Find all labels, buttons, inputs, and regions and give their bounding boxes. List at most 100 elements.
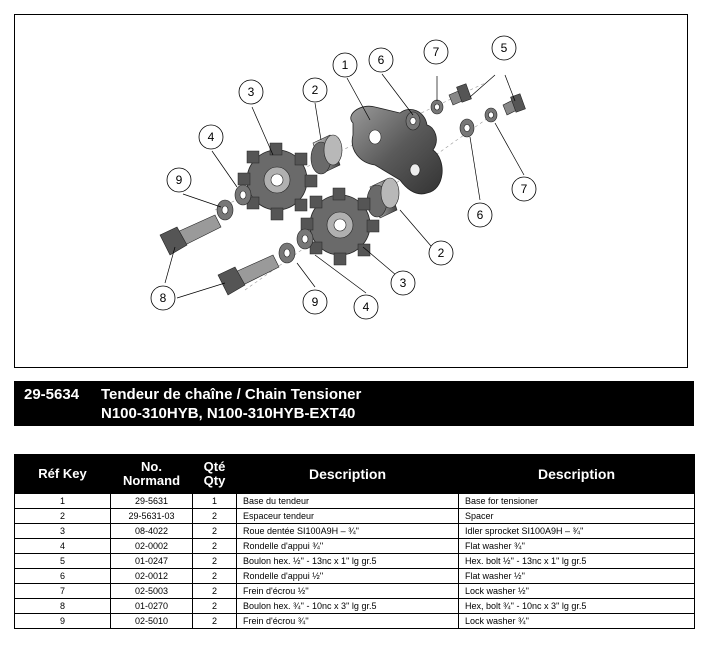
cell-description-fr: Frein d'écrou ½'' xyxy=(236,583,459,599)
table-row: 4 02-0002 2 Rondelle d'appui ¾'' Flat wa… xyxy=(14,538,695,554)
cell-part-number: 02-5010 xyxy=(110,613,193,629)
callout-label: 7 xyxy=(521,182,528,196)
header-ref-key: Réf Key xyxy=(14,454,111,494)
callout-label: 8 xyxy=(160,291,167,305)
callout-circle xyxy=(467,202,493,228)
title-line-2: N100-310HYB, N100-310HYB-EXT40 xyxy=(101,405,356,422)
cell-ref: 3 xyxy=(14,523,111,539)
callout-label: 3 xyxy=(400,276,407,290)
cell-description-en: Flat washer ¾'' xyxy=(458,538,695,554)
cell-part-number: 02-0012 xyxy=(110,568,193,584)
tensioner-base-part xyxy=(350,105,443,195)
header-no-line2: Normand xyxy=(122,473,181,488)
cell-qty: 2 xyxy=(192,508,237,524)
table-row: 9 02-5010 2 Frein d'écrou ¾'' Lock washe… xyxy=(14,613,695,629)
washers xyxy=(216,99,498,264)
callout-circle xyxy=(166,167,192,193)
callout-circle xyxy=(198,124,224,150)
sprocket-part-lower xyxy=(300,187,380,266)
cell-qty: 1 xyxy=(192,493,237,509)
table-row: 5 01-0247 2 Boulon hex. ½'' - 13nc x 1''… xyxy=(14,553,695,569)
cell-ref: 7 xyxy=(14,583,111,599)
header-qty-line1: Qté xyxy=(203,459,226,474)
cell-part-number: 08-4022 xyxy=(110,523,193,539)
cell-description-fr: Espaceur tendeur xyxy=(236,508,459,524)
callout-circle xyxy=(428,240,454,266)
cell-part-number: 29-5631-03 xyxy=(110,508,193,524)
cell-qty: 2 xyxy=(192,553,237,569)
table-row: 7 02-5003 2 Frein d'écrou ½'' Lock washe… xyxy=(14,583,695,599)
callout-label: 4 xyxy=(363,300,370,314)
cell-description-en: Hex, bolt ¾'' - 10nc x 3'' lg gr.5 xyxy=(458,598,695,614)
cell-qty: 2 xyxy=(192,583,237,599)
callout-circle xyxy=(302,77,328,103)
cell-qty: 2 xyxy=(192,538,237,554)
cell-part-number: 01-0247 xyxy=(110,553,193,569)
callout-label: 5 xyxy=(501,41,508,55)
cell-description-en: Lock washer ½'' xyxy=(458,583,695,599)
callout-circle xyxy=(332,52,358,78)
cell-ref: 9 xyxy=(14,613,111,629)
cell-description-fr: Boulon hex. ¾'' - 10nc x 3'' lg gr.5 xyxy=(236,598,459,614)
cell-part-number: 02-0002 xyxy=(110,538,193,554)
sprocket-part-upper xyxy=(237,142,318,221)
callout-circle xyxy=(150,285,176,311)
callout-circle xyxy=(390,270,416,296)
table-row: 8 01-0270 2 Boulon hex. ¾'' - 10nc x 3''… xyxy=(14,598,695,614)
long-bolts xyxy=(159,214,280,296)
leader-lines xyxy=(164,73,525,299)
cell-description-en: Lock washer ¾'' xyxy=(458,613,695,629)
cell-description-en: Hex. bolt ½'' - 13nc x 1'' lg gr.5 xyxy=(458,553,695,569)
callout-label: 6 xyxy=(378,53,385,67)
callout-circle xyxy=(511,176,537,202)
cell-description-fr: Roue dentée SI100A9H – ¾'' xyxy=(236,523,459,539)
callout-circle xyxy=(491,35,517,61)
callout-circle xyxy=(368,47,394,73)
cell-ref: 2 xyxy=(14,508,111,524)
small-bolts xyxy=(448,83,526,116)
cell-ref: 8 xyxy=(14,598,111,614)
table-row: 2 29-5631-03 2 Espaceur tendeur Spacer xyxy=(14,508,695,524)
cell-description-fr: Rondelle d'appui ½'' xyxy=(236,568,459,584)
cell-description-fr: Rondelle d'appui ¾'' xyxy=(236,538,459,554)
cell-part-number: 29-5631 xyxy=(110,493,193,509)
callout-label: 7 xyxy=(433,45,440,59)
callout-label: 2 xyxy=(312,83,319,97)
callout-label: 4 xyxy=(208,130,215,144)
header-description-en: Description xyxy=(458,454,695,494)
callout-label: 9 xyxy=(176,173,183,187)
callout-circle xyxy=(423,39,449,65)
title-line-1: Tendeur de chaîne / Chain Tensioner xyxy=(101,386,362,403)
callout-label: 1 xyxy=(342,58,349,72)
table-row: 6 02-0012 2 Rondelle d'appui ½'' Flat wa… xyxy=(14,568,695,584)
callout-circle xyxy=(238,79,264,105)
title-banner: 29-5634 Tendeur de chaîne / Chain Tensio… xyxy=(14,381,694,426)
cell-ref: 1 xyxy=(14,493,111,509)
cell-description-en: Flat washer ½'' xyxy=(458,568,695,584)
header-part-number: No.Normand xyxy=(110,454,193,494)
cell-part-number: 02-5003 xyxy=(110,583,193,599)
cell-ref: 5 xyxy=(14,553,111,569)
spacer-part-upper xyxy=(310,134,343,175)
cell-qty: 2 xyxy=(192,613,237,629)
cell-description-fr: Boulon hex. ½'' - 13nc x 1'' lg gr.5 xyxy=(236,553,459,569)
spacer-part-lower xyxy=(366,177,400,219)
cell-qty: 2 xyxy=(192,523,237,539)
cell-description-en: Spacer xyxy=(458,508,695,524)
callout-label: 9 xyxy=(312,295,319,309)
header-no-line1: No. xyxy=(141,459,162,474)
header-qty-line2: Qty xyxy=(203,473,226,488)
cell-description-fr: Frein d'écrou ¾'' xyxy=(236,613,459,629)
callout-label: 6 xyxy=(477,208,484,222)
part-number: 29-5634 xyxy=(24,386,80,403)
table-row: 3 08-4022 2 Roue dentée SI100A9H – ¾'' I… xyxy=(14,523,695,539)
cell-qty: 2 xyxy=(192,568,237,584)
table-row: 1 29-5631 1 Base du tendeur Base for ten… xyxy=(14,493,695,509)
callout-circle xyxy=(353,294,379,320)
